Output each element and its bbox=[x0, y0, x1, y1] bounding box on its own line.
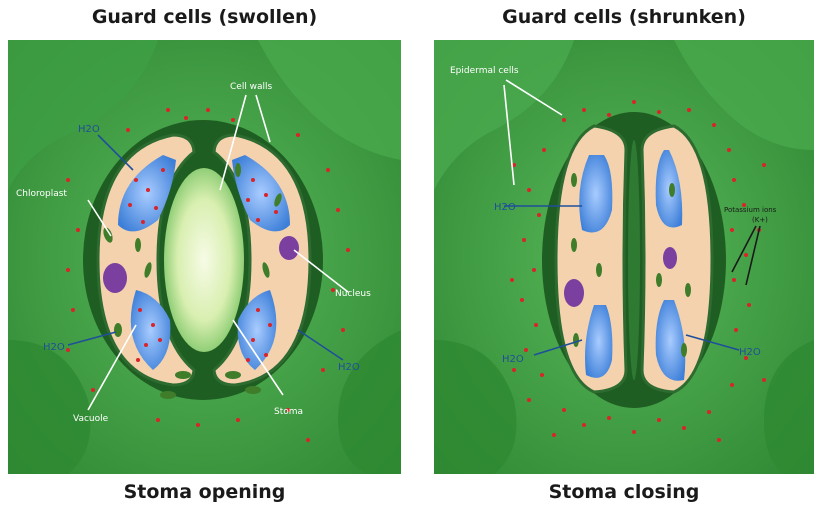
left-panel-caption: Stoma opening bbox=[8, 481, 401, 503]
potassium-ions-label: Potassium ions bbox=[724, 206, 777, 214]
stoma-label: Stoma bbox=[274, 407, 303, 417]
h2o-label: H2O bbox=[338, 362, 360, 373]
stoma-closing-diagram: Epidermal cells Potassium ions (K+) H2O … bbox=[434, 40, 814, 474]
chloroplast-label: Chloroplast bbox=[16, 189, 67, 199]
right-panel-caption: Stoma closing bbox=[434, 481, 814, 503]
stoma-closing-panel: Epidermal cells Potassium ions (K+) H2O … bbox=[434, 40, 814, 474]
cell-walls-label: Cell walls bbox=[230, 82, 273, 92]
epidermal-cells-label: Epidermal cells bbox=[450, 66, 519, 76]
left-panel-title: Guard cells (swollen) bbox=[8, 6, 401, 28]
potassium-symbol-label: (K+) bbox=[752, 216, 768, 224]
h2o-label: H2O bbox=[739, 347, 761, 358]
stoma-opening-diagram: Cell walls Chloroplast Nucleus Vacuole S… bbox=[8, 40, 401, 474]
nucleus-label: Nucleus bbox=[335, 289, 371, 299]
h2o-label: H2O bbox=[494, 202, 516, 213]
nucleus bbox=[103, 263, 127, 293]
right-panel-title: Guard cells (shrunken) bbox=[434, 6, 814, 28]
h2o-label: H2O bbox=[43, 342, 65, 353]
stoma-pore bbox=[164, 168, 244, 352]
nucleus bbox=[663, 247, 677, 269]
h2o-label: H2O bbox=[502, 354, 524, 365]
stoma-opening-panel: Cell walls Chloroplast Nucleus Vacuole S… bbox=[8, 40, 401, 474]
vacuole-label: Vacuole bbox=[73, 414, 109, 424]
h2o-label: H2O bbox=[78, 124, 100, 135]
nucleus bbox=[564, 279, 584, 307]
stoma-pore bbox=[628, 140, 640, 380]
nucleus bbox=[279, 236, 299, 260]
